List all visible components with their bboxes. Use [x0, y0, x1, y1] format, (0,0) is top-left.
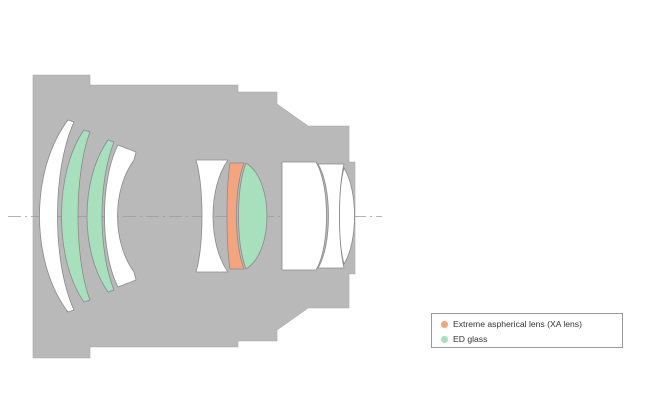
lens-element-4 — [104, 144, 137, 288]
lens-element-1 — [39, 119, 75, 313]
legend-label-ed-glass: ED glass — [453, 334, 488, 344]
legend-label-xa-lens: Extreme aspherical lens (XA lens) — [453, 319, 582, 329]
lens-element-3-ed-glass — [86, 139, 115, 293]
lens-element-10 — [339, 167, 355, 265]
xa-lens-swatch — [441, 320, 448, 328]
lens-element-7-ed-glass — [238, 162, 268, 270]
lens-element-5 — [195, 159, 229, 273]
lens-element-2-ed-glass — [61, 129, 91, 303]
lens-element-8 — [281, 161, 327, 271]
legend-item-xa-lens: Extreme aspherical lens (XA lens) — [441, 317, 582, 331]
ed-glass-swatch — [441, 335, 448, 343]
lens-element-6-xa-lens — [226, 162, 245, 270]
legend-item-ed-glass: ED glass — [441, 332, 487, 346]
legend: Extreme aspherical lens (XA lens) ED gla… — [431, 313, 623, 348]
